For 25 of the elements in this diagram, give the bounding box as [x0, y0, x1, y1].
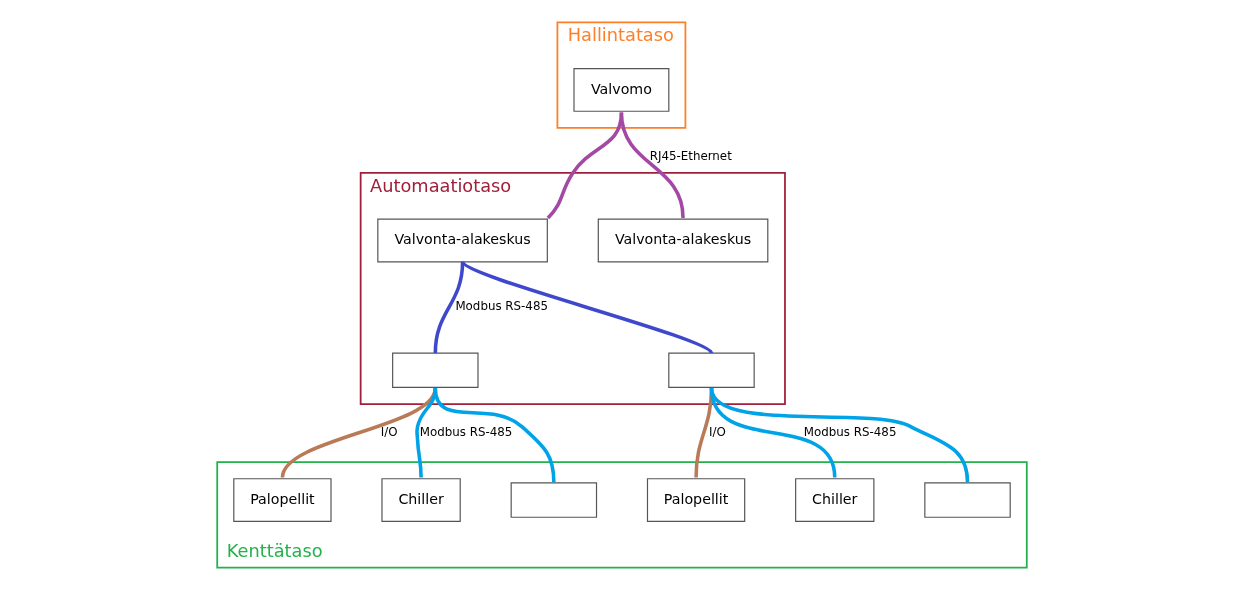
edge-label: I/O — [380, 425, 397, 440]
connector — [433, 261, 464, 354]
node-box: Palopellit — [646, 478, 745, 522]
connector — [414, 387, 437, 478]
node-box: Chiller — [380, 478, 461, 522]
node-box: Chiller — [794, 478, 874, 522]
edge-label: Modbus RS-485 — [419, 425, 512, 440]
edge-label: RJ45-Ethernet — [649, 148, 732, 163]
node-box — [923, 482, 1011, 518]
node-box: Valvonta-alakeskus — [376, 218, 548, 263]
connector — [546, 112, 623, 220]
connector — [433, 387, 556, 483]
edge-label: Modbus RS-485 — [454, 299, 548, 314]
node-box: Valvonta-alakeskus — [597, 218, 768, 263]
node-box: Palopellit — [232, 478, 332, 522]
connector — [709, 387, 969, 483]
connector — [460, 260, 713, 355]
node-box — [391, 352, 479, 389]
node-box — [667, 352, 755, 389]
connector — [280, 387, 437, 479]
edge-label: Modbus RS-485 — [803, 425, 896, 440]
node-box: Valvomo — [572, 68, 669, 112]
connector — [619, 112, 685, 219]
edge-label: I/O — [708, 425, 726, 440]
node-box — [510, 482, 597, 518]
